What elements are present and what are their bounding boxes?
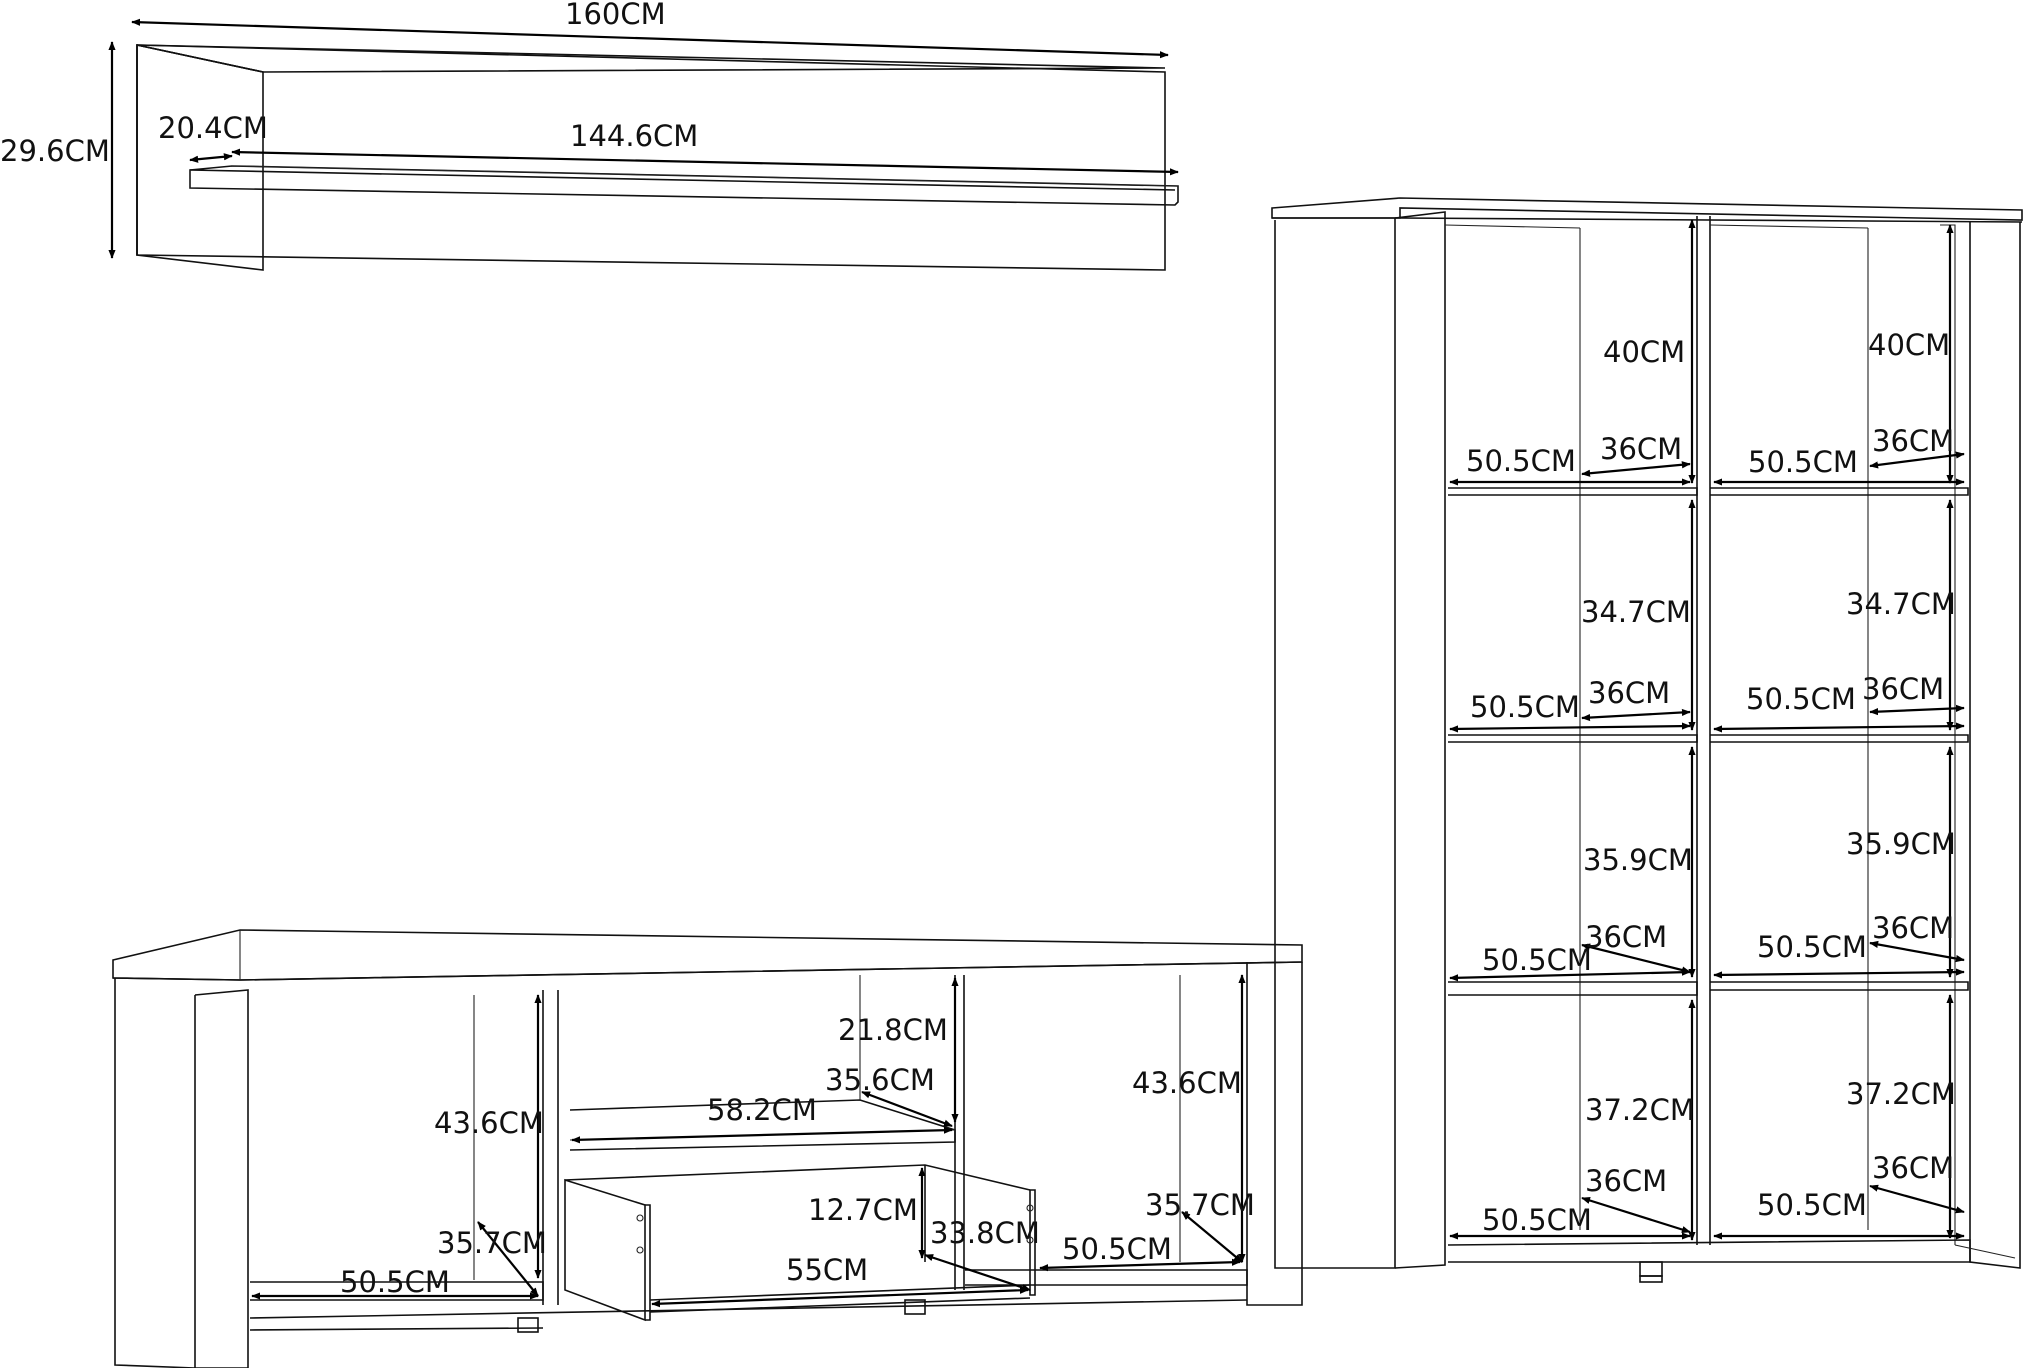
shelf-depth-label: 20.4CM <box>158 111 268 145</box>
wall-height-dimension: 29.6CM <box>0 41 116 259</box>
tv-middle-upper-height-label: 21.8CM <box>838 1013 948 1047</box>
bookcase-labels: 40CM 40CM 50.5CM 36CM 50.5CM 36CM 34.7CM… <box>1466 328 1956 1237</box>
bookcase-body <box>1271 197 2023 1283</box>
bookcase-left-depth-4: 36CM <box>1585 1164 1667 1198</box>
wall-shelf-ledge <box>189 165 1179 206</box>
bookcase-right-width-1: 50.5CM <box>1748 445 1858 479</box>
bookcase-right-height-1: 40CM <box>1868 328 1950 362</box>
wall-shelf-panel <box>136 44 1166 271</box>
tv-right-width-label: 50.5CM <box>1062 1232 1172 1266</box>
tv-left-width-label: 50.5CM <box>340 1265 450 1299</box>
tv-right-height-label: 43.6CM <box>1132 1066 1242 1100</box>
bookcase-right-height-2: 34.7CM <box>1846 587 1956 621</box>
tv-unit-labels: 43.6CM 35.7CM 50.5CM 21.8CM 35.6CM 58.2C… <box>340 1013 1255 1299</box>
bookcase-right-width-4: 50.5CM <box>1757 1188 1867 1222</box>
bookcase-left-height-3: 35.9CM <box>1583 843 1693 877</box>
bookcase-right-width-3: 50.5CM <box>1757 930 1867 964</box>
tv-drawer-depth-label: 33.8CM <box>930 1216 1040 1250</box>
shelf-width-label: 144.6CM <box>570 119 698 153</box>
bookcase-right-depth-4: 36CM <box>1872 1151 1954 1185</box>
bookcase-right-depth-1: 36CM <box>1872 424 1954 458</box>
bookcase-left-depth-3: 36CM <box>1585 920 1667 954</box>
shelf-width-dimension: 144.6CM <box>231 119 1179 176</box>
tv-left-depth-label: 35.7CM <box>437 1226 547 1260</box>
tv-middle-upper-depth-label: 35.6CM <box>825 1063 935 1097</box>
shelf-depth-dimension: 20.4CM <box>158 111 268 163</box>
tv-drawer-width-label: 55CM <box>786 1253 868 1287</box>
tv-drawer-height-label: 12.7CM <box>808 1193 918 1227</box>
wall-panel-back <box>136 44 1166 271</box>
bookcase-left-width-4: 50.5CM <box>1482 1203 1592 1237</box>
bookcase-left-depth-2: 36CM <box>1588 676 1670 710</box>
bookcase-dimension-lines <box>1449 219 1965 1241</box>
bookcase-right-height-4: 37.2CM <box>1846 1077 1956 1111</box>
wall-width-dimension: 160CM <box>131 0 1169 59</box>
tv-left-height-label: 43.6CM <box>434 1106 544 1140</box>
bookcase-right-height-3: 35.9CM <box>1846 827 1956 861</box>
bookcase-right-depth-2: 36CM <box>1862 672 1944 706</box>
tv-middle-upper-width-label: 58.2CM <box>707 1093 817 1127</box>
wall-height-label: 29.6CM <box>0 134 110 168</box>
bookcase-left-width-3: 50.5CM <box>1482 943 1592 977</box>
bookcase-left-height-2: 34.7CM <box>1581 595 1691 629</box>
bookcase-left-depth-1: 36CM <box>1600 432 1682 466</box>
tv-unit-dimension-lines <box>251 974 1246 1308</box>
bookcase-left-width-1: 50.5CM <box>1466 444 1576 478</box>
bookcase-left-height-1: 40CM <box>1603 335 1685 369</box>
bookcase-right-width-2: 50.5CM <box>1746 682 1856 716</box>
tv-right-depth-label: 35.7CM <box>1145 1188 1255 1222</box>
bookcase-right-depth-3: 36CM <box>1872 911 1954 945</box>
bookcase-left-height-4: 37.2CM <box>1585 1093 1695 1127</box>
wall-width-label: 160CM <box>565 0 666 31</box>
bookcase-left-width-2: 50.5CM <box>1470 690 1580 724</box>
